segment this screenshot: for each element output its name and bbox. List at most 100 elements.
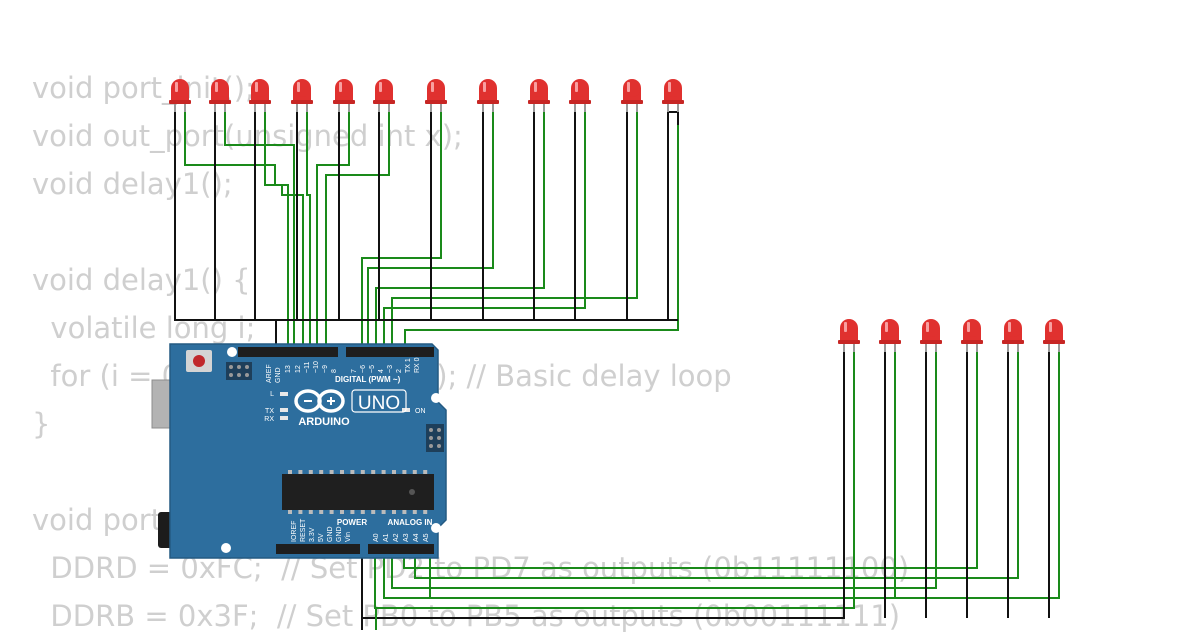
reset-button-cap[interactable] [193, 355, 205, 367]
chip-pins [288, 470, 428, 514]
signal-wire [404, 105, 679, 349]
led-dome [664, 79, 682, 97]
signal-wire [375, 105, 545, 349]
signal-wire [414, 345, 1019, 579]
ground-wire [361, 345, 845, 619]
code-line: void out_port(unsigned int x); [32, 119, 463, 153]
code-line: } [32, 407, 51, 441]
led-flange [209, 100, 231, 104]
digital-pin-label: ~10 [313, 361, 320, 373]
red-led [373, 79, 395, 112]
chip-pin [412, 510, 417, 514]
red-led [621, 79, 643, 112]
signal-wire [264, 105, 304, 349]
digital-pin-label: ~9 [322, 365, 329, 373]
analog-pin-label: A4 [413, 533, 420, 542]
ground-wire [174, 105, 678, 321]
wires-layer [174, 105, 1060, 630]
signal-wire [391, 345, 937, 589]
code-line: void delay1(); [32, 167, 233, 201]
uno-label: UNO [358, 393, 400, 414]
power-pin-label: 3.3V [309, 527, 316, 542]
chip-pin [392, 470, 396, 474]
signal-wire [316, 105, 350, 349]
signal-wire [383, 105, 586, 349]
chip-pin [329, 470, 334, 474]
led-flange [373, 100, 395, 104]
power-pin-label: GND [336, 526, 343, 542]
aref-label: AREF [266, 364, 273, 383]
signal-wire [383, 345, 896, 599]
led-highlight [483, 82, 486, 92]
led-highlight [926, 322, 929, 332]
led-highlight [431, 82, 434, 92]
code-line: void delay1() { [32, 263, 251, 297]
arduino-logo [294, 389, 345, 413]
led-highlight [175, 82, 178, 92]
led-highlight [534, 82, 537, 92]
digital-pin-label: 12 [295, 365, 302, 373]
led-dome [211, 79, 229, 97]
chip-pin [340, 510, 344, 514]
power-header [276, 544, 360, 554]
mounting-hole [431, 393, 441, 403]
chip-pin [360, 510, 365, 514]
digital-header-label: DIGITAL (PWM ~) [335, 375, 401, 384]
digital-pin-label: 8 [331, 369, 338, 373]
chip-pin [350, 510, 355, 514]
led-highlight [215, 82, 218, 92]
led-highlight [967, 322, 970, 332]
on-label: ON [415, 408, 426, 415]
chip-pin [412, 470, 417, 474]
mounting-hole [221, 543, 231, 553]
signal-wire [374, 345, 855, 609]
chip-pin [381, 470, 386, 474]
power-pin-label: 5V [318, 533, 325, 542]
led-flange [528, 100, 550, 104]
led-flange [333, 100, 355, 104]
chip-pin [340, 470, 344, 474]
red-led [291, 79, 313, 112]
digital-header-left [238, 347, 338, 357]
chip-pin [423, 510, 428, 514]
mounting-hole [227, 347, 237, 357]
rx-label: RX [264, 416, 274, 423]
led-flange [961, 340, 983, 344]
red-led [920, 319, 942, 352]
red-led [569, 79, 591, 112]
red-led [333, 79, 355, 112]
chip-pin [308, 470, 313, 474]
led-dome [1004, 319, 1022, 337]
red-led [169, 79, 191, 112]
chip-pin [319, 510, 324, 514]
led-highlight [575, 82, 578, 92]
red-led [879, 319, 901, 352]
code-line: DDRB = 0x3F; // Set PB0 to PB5 as output… [32, 599, 901, 633]
analog-pin-label: A0 [373, 533, 380, 542]
digital-pin-label: 4 [378, 369, 385, 373]
led-dome [375, 79, 393, 97]
digital-pin-label: TX 1 [405, 358, 412, 373]
led-dome [881, 319, 899, 337]
signal-wire [429, 345, 1060, 599]
digital-pin-label: RX 0 [414, 357, 421, 373]
led-dome [623, 79, 641, 97]
leds-layer [169, 79, 1065, 352]
digital-pin-label: ~5 [369, 365, 376, 373]
led-flange [169, 100, 191, 104]
chip-pin [402, 510, 407, 514]
led-highlight [1049, 322, 1052, 332]
red-led [249, 79, 271, 112]
chip-pin [288, 510, 292, 514]
digital-pin-label: ~6 [360, 365, 367, 373]
atmega-chip [282, 474, 434, 510]
led-flange [291, 100, 313, 104]
led-flange [1043, 340, 1065, 344]
arduino-label: ARDUINO [298, 416, 350, 428]
analog-pin-label: A2 [393, 533, 400, 542]
arduino-uno-board[interactable]: L TX RX ON UNO ARDUINO DIGITAL (PWM ~) P… [151, 343, 447, 559]
led-dome [571, 79, 589, 97]
power-pin-label: IOREF [291, 521, 298, 542]
